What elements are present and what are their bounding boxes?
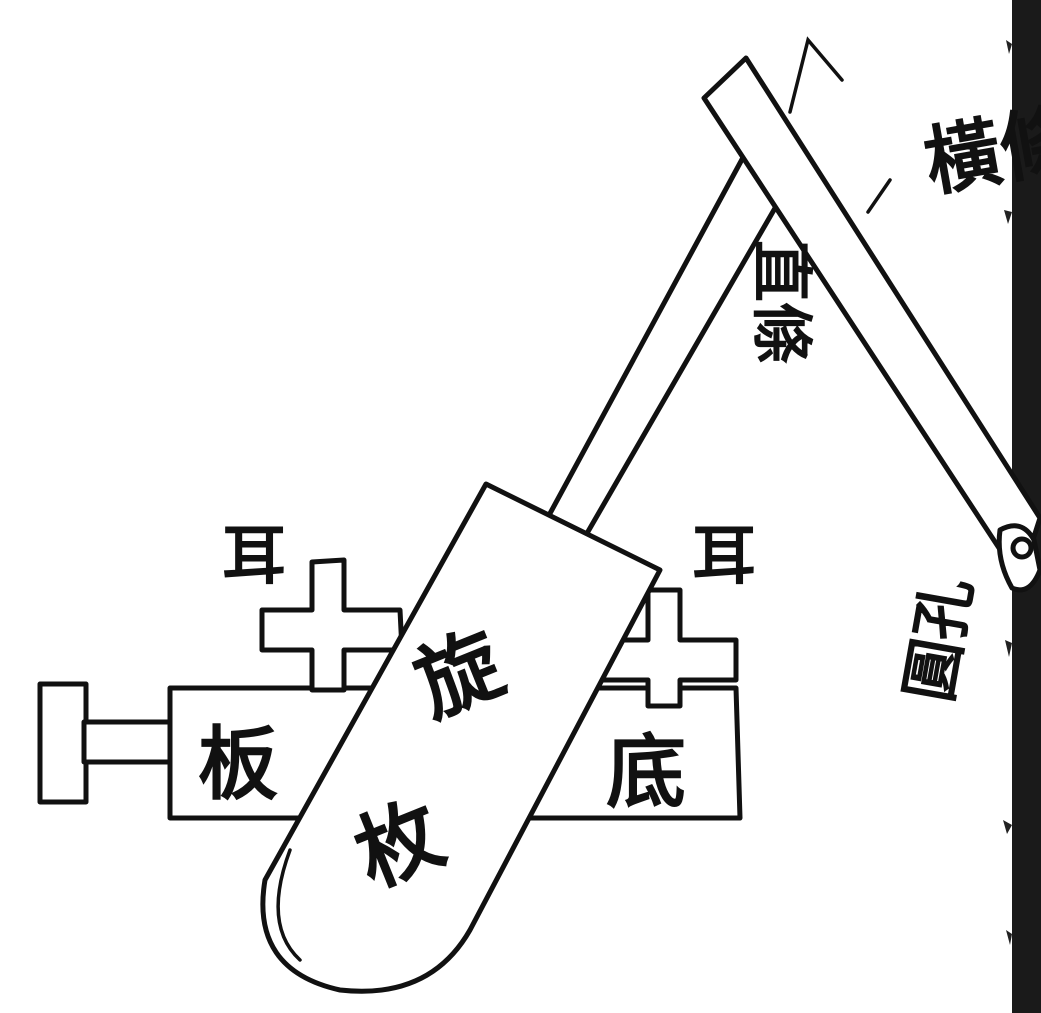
label-er-left: 耳	[222, 519, 286, 594]
vertical-rod	[525, 149, 785, 583]
label-er-right: 耳	[692, 519, 756, 594]
rotating-paddle	[260, 481, 663, 994]
horizontal-bar	[701, 36, 1041, 583]
left-ear-post	[259, 557, 405, 693]
label-yuan-kong: 圓孔	[892, 572, 985, 707]
label-heng: 橫條	[918, 94, 1041, 208]
label-di: 底	[606, 725, 686, 819]
round-hole	[996, 523, 1041, 593]
label-zhi: 直條	[745, 240, 818, 364]
label-ban: 板	[198, 717, 278, 811]
